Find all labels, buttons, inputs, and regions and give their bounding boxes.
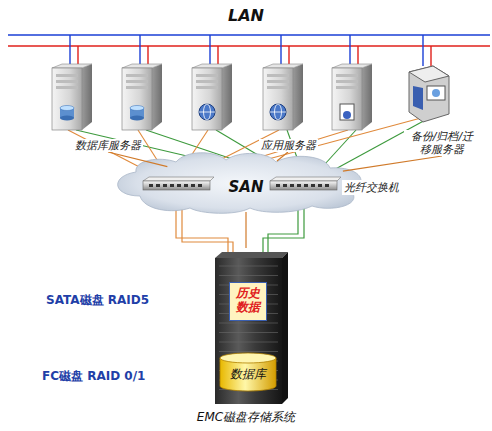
fibre-connector bbox=[277, 152, 288, 161]
storage-system: 历史数据数据库 EMC磁盘存储系统 bbox=[140, 248, 352, 428]
disk-label: SATA磁盘 RAID5 bbox=[44, 292, 151, 309]
lan-drop bbox=[288, 46, 289, 66]
fibre-connector bbox=[245, 212, 246, 248]
history-volume: 历史数据 bbox=[229, 282, 266, 321]
lan-drop bbox=[139, 35, 140, 66]
server-icon bbox=[192, 64, 232, 130]
lan-drop bbox=[430, 46, 431, 66]
lan-drop bbox=[349, 35, 350, 66]
node-label: 历史数据 bbox=[235, 286, 260, 317]
lan-drop bbox=[422, 35, 423, 66]
backup-device bbox=[409, 66, 449, 122]
fibre-connector bbox=[108, 152, 167, 167]
node-label: SAN bbox=[229, 178, 264, 196]
lan-drop bbox=[77, 46, 78, 66]
server-group: 数据库服务器 bbox=[42, 58, 174, 152]
node-label: 数据库 bbox=[230, 352, 266, 385]
cabinet-slot bbox=[219, 342, 278, 343]
switch-label: 光纤交换机 bbox=[342, 180, 401, 195]
lan-drop bbox=[357, 46, 358, 66]
cabinet-slot bbox=[219, 351, 278, 352]
lan-bus bbox=[8, 34, 490, 36]
san-cloud bbox=[118, 153, 361, 214]
diagram-title: LAN bbox=[0, 6, 492, 25]
cabinet-slot bbox=[219, 275, 278, 276]
node-label: 备份/归档/迁移服务器 bbox=[404, 130, 480, 156]
cabinet-slot bbox=[219, 332, 278, 333]
fibre-connector bbox=[343, 156, 442, 171]
server-group: 应用服务器 bbox=[186, 58, 390, 152]
server-group: 备份/归档/迁移服务器 bbox=[396, 58, 488, 156]
server-icon bbox=[52, 64, 92, 130]
disk-label: FC磁盘 RAID 0/1 bbox=[40, 368, 147, 385]
server-icon bbox=[332, 64, 372, 130]
cabinet-slot bbox=[219, 323, 278, 324]
database-volume: 数据库 bbox=[219, 352, 277, 392]
lan-drop bbox=[217, 46, 218, 66]
lan-drop bbox=[209, 35, 210, 66]
server-icon bbox=[263, 64, 303, 130]
node-label: 数据库服务器 bbox=[73, 139, 143, 152]
lan-bus bbox=[8, 45, 490, 47]
system-title: EMC磁盘存储系统 bbox=[197, 409, 295, 428]
fibre-switch bbox=[270, 177, 341, 190]
server-icon bbox=[122, 64, 162, 130]
node-label: 应用服务器 bbox=[259, 139, 318, 152]
lan-drop bbox=[280, 35, 281, 66]
fibre-switch bbox=[143, 177, 214, 190]
lan-drop bbox=[69, 35, 70, 66]
san-cloud-node: SAN bbox=[128, 160, 364, 212]
storage-cabinet bbox=[215, 252, 288, 404]
lan-drop bbox=[147, 46, 148, 66]
cabinet-slot bbox=[219, 266, 278, 267]
